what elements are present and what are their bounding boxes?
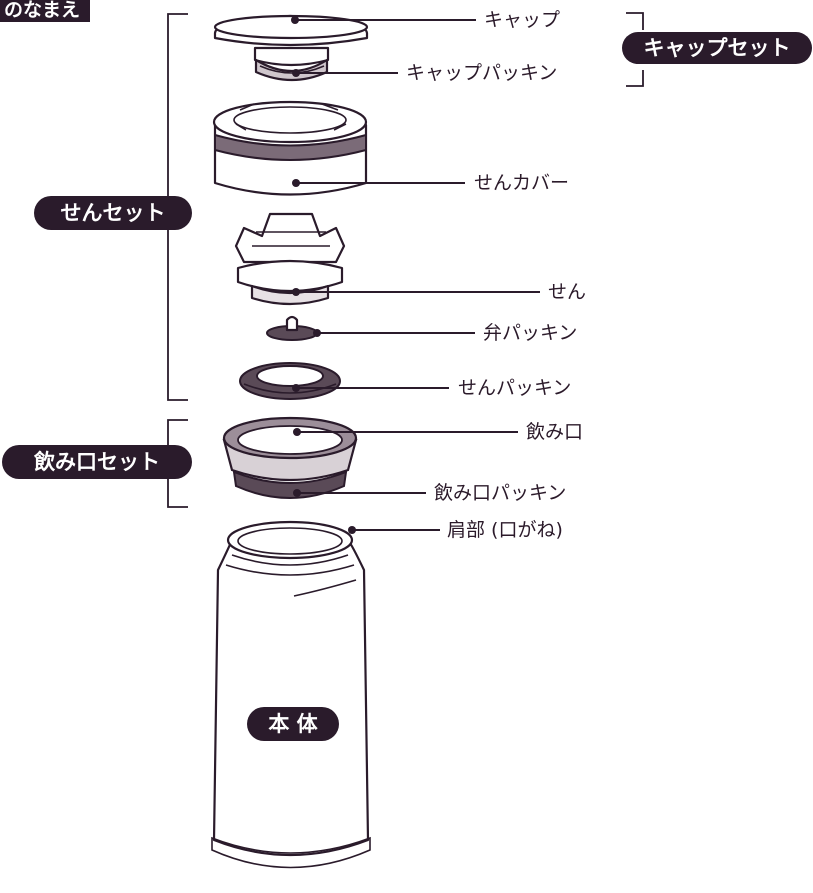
label-valve-packing: 弁パッキン [483, 322, 578, 344]
sen-cover-illustration [212, 100, 368, 196]
cap-set-bracket-bottom [626, 70, 644, 87]
cap-set-badge: キャップセット [622, 32, 812, 64]
valve-packing-illustration [266, 315, 318, 341]
label-sen-cover: せんカバー [474, 172, 570, 194]
label-cap-packing: キャップパッキン [406, 62, 558, 84]
label-sen: せん [548, 281, 587, 303]
sen-set-badge: せんセット [34, 196, 192, 230]
label-shoulder: 肩部 (口がね) [447, 519, 563, 541]
cap-illustration [213, 14, 369, 82]
leader-lines [291, 16, 540, 534]
label-mouth: 飲み口 [526, 421, 584, 443]
label-mouth-packing: 飲み口パッキン [434, 482, 567, 504]
cap-set-bracket-top [626, 12, 644, 30]
label-sen-packing: せんパッキン [458, 377, 572, 399]
mouth-set-badge: 飲み口セット [2, 445, 192, 479]
mouth-illustration [222, 416, 358, 499]
bottle-body-illustration [211, 520, 371, 869]
label-cap: キャップ [484, 9, 561, 31]
sen-illustration [234, 212, 346, 306]
page-title: のなまえ [0, 0, 91, 22]
body-badge: 本 体 [247, 707, 339, 741]
sen-packing-illustration [239, 362, 341, 400]
